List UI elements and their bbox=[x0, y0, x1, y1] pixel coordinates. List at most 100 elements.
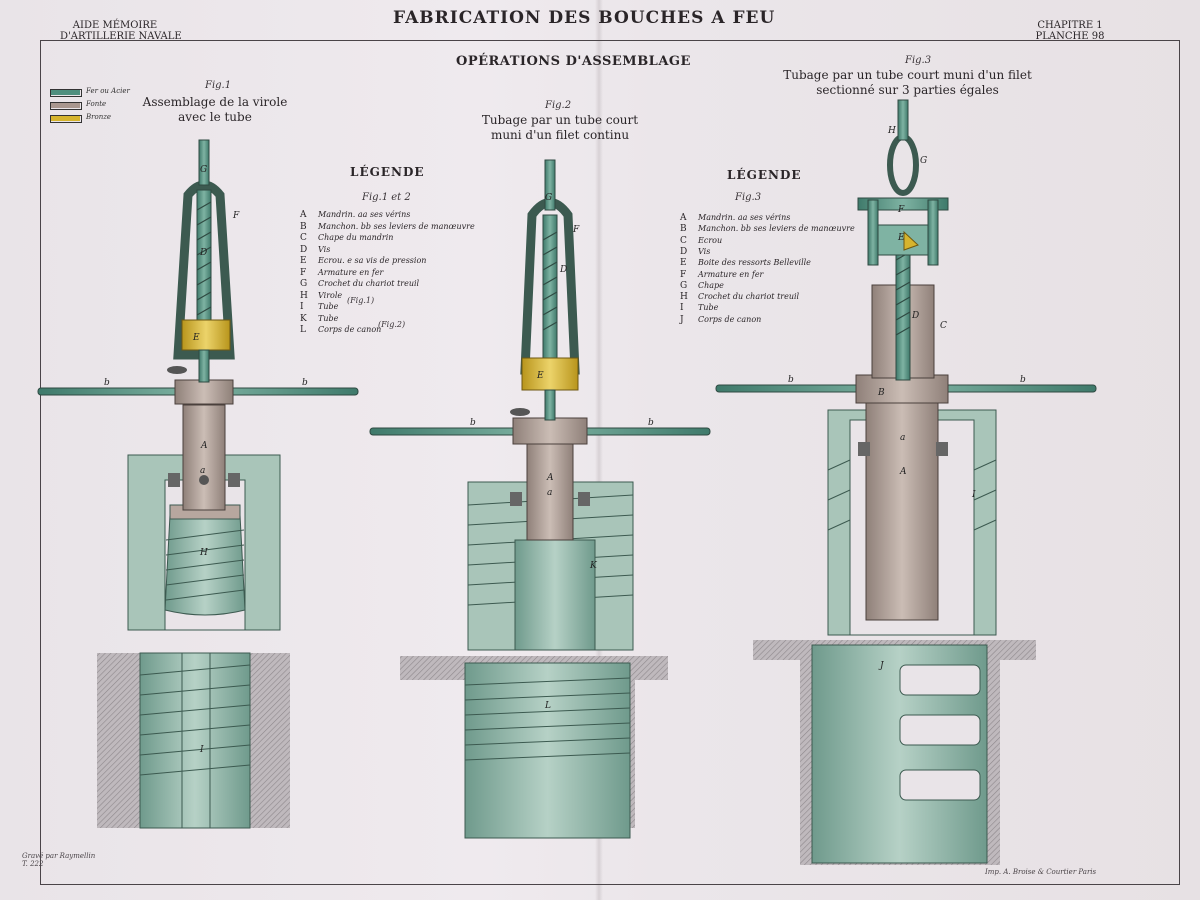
legend3-key: I bbox=[680, 303, 684, 314]
fig1-label: Fig.1 bbox=[205, 80, 232, 91]
fig2-letter-aa: a bbox=[547, 488, 552, 498]
legend3-key: B bbox=[680, 224, 687, 235]
fig3-letter-aa: a bbox=[900, 433, 905, 443]
header-right-line2: PLANCHE 98 bbox=[1035, 31, 1105, 42]
legend3-heading: LÉGENDE bbox=[727, 168, 802, 182]
fig1-letter-b2: b bbox=[302, 378, 308, 388]
fig1-manchon bbox=[174, 379, 234, 405]
fig3-verin-left bbox=[858, 442, 870, 456]
legend12-key: L bbox=[300, 325, 306, 335]
fig2-handle bbox=[510, 408, 530, 416]
legend3-key: E bbox=[680, 258, 687, 269]
legend12-brace1: (Fig.1) bbox=[347, 296, 375, 305]
fig3-letter-d: D bbox=[911, 311, 919, 321]
legend12-value: Tube bbox=[318, 313, 339, 323]
fig2-vis bbox=[542, 214, 558, 366]
legend12-key: B bbox=[300, 221, 307, 232]
fig2-verin-left bbox=[510, 492, 522, 506]
fig3-letter-b: B bbox=[877, 388, 885, 398]
legend3-key: H bbox=[680, 292, 688, 303]
fig3-letter-j: J bbox=[878, 661, 885, 671]
swatch-fill-bronze bbox=[51, 116, 80, 121]
header-left: AIDE MÉMOIRE D'ARTILLERIE NAVALE bbox=[60, 20, 182, 42]
fig1-letter-i: I bbox=[199, 745, 204, 755]
fig3-caption: Tubage par un tube court muni d'un filet… bbox=[770, 68, 1045, 98]
header-right: CHAPITRE 1 PLANCHE 98 bbox=[1015, 20, 1125, 42]
fig3-letter-c: C bbox=[940, 321, 947, 331]
fig2-letter-d: D bbox=[559, 265, 567, 275]
header-right-line1: CHAPITRE 1 bbox=[1037, 20, 1103, 31]
legend12-row: C Chape du mandrin bbox=[300, 233, 393, 243]
fig3-caption-line1: Tubage par un tube court muni d'un filet bbox=[783, 68, 1032, 82]
fig3-caption-line2: sectionné sur 3 parties égales bbox=[816, 83, 999, 97]
legend3-value: Boite des ressorts Belleville bbox=[698, 258, 811, 268]
fig3-chape bbox=[887, 134, 919, 196]
fig1-ecrou bbox=[181, 319, 231, 351]
legend12-row: L Corps de canon bbox=[300, 325, 381, 335]
header-left-line1: AIDE MÉMOIRE bbox=[72, 20, 158, 31]
plate-border bbox=[40, 40, 1180, 885]
legend12-key: I bbox=[300, 302, 304, 312]
fig1-verin-left bbox=[168, 473, 180, 487]
fig2-ecrou bbox=[521, 357, 579, 391]
fig1-caption-line1: Assemblage de la virole bbox=[142, 95, 288, 109]
legend12-key: D bbox=[300, 244, 308, 255]
legend3-key: J bbox=[680, 314, 684, 325]
legend12-heading: LÉGENDE bbox=[350, 165, 425, 179]
fig2-hook bbox=[544, 159, 556, 211]
fig3-letter-b1: b bbox=[788, 375, 794, 385]
swatch-fonte-label: Fonte bbox=[86, 100, 107, 108]
legend3-key: D bbox=[680, 246, 688, 257]
fig3-letter-g: G bbox=[920, 156, 927, 166]
fig2-letter-l: L bbox=[544, 701, 551, 711]
fig1-caption: Assemblage de la virole avec le tube bbox=[130, 95, 300, 125]
fig1-drawing: G F D E b b A a H I bbox=[37, 139, 359, 829]
legend12-key: C bbox=[300, 233, 307, 243]
legend12-key: H bbox=[300, 290, 308, 301]
legend12-key: K bbox=[300, 313, 307, 324]
footer-left-line1: Gravé par Raymellin bbox=[22, 852, 96, 860]
fig1-letter-g: G bbox=[200, 165, 207, 175]
legend12-key: E bbox=[300, 256, 307, 266]
fig3-drawing: H G F E D C B b b a A I J bbox=[715, 99, 1097, 865]
swatch-fill-fer bbox=[51, 90, 80, 95]
fig2-caption: Tubage par un tube court muni d'un filet… bbox=[465, 113, 655, 143]
legend12-key: F bbox=[300, 267, 307, 278]
fig2-letter-g: G bbox=[545, 193, 552, 203]
fig1-caption-line2: avec le tube bbox=[178, 110, 252, 124]
legend3-sub: Fig.3 bbox=[735, 192, 762, 203]
legend3-value: Armature en fer bbox=[698, 269, 764, 279]
fig1-letter-b1: b bbox=[104, 378, 110, 388]
legend3-value: Crochet du chariot treuil bbox=[698, 292, 800, 302]
fig2-verin-right bbox=[578, 492, 590, 506]
legend3-value: Chape bbox=[698, 280, 724, 290]
legend12-value: Virole bbox=[318, 290, 343, 300]
legend3-value: Tube bbox=[698, 303, 719, 313]
fig2-caption-line2: muni d'un filet continu bbox=[490, 128, 630, 142]
legend3-value: Ecrou bbox=[698, 235, 723, 245]
legend12-value: Armature en fer bbox=[318, 267, 384, 277]
swatch-bronze bbox=[50, 115, 82, 123]
legend3-row: I Tube bbox=[680, 303, 718, 313]
fig3-hook bbox=[897, 99, 909, 141]
fig2-chape bbox=[520, 198, 580, 375]
fig2-letter-b2: b bbox=[648, 418, 654, 428]
legend12-value: Corps de canon bbox=[318, 325, 382, 334]
legend12-value: Chape du mandrin bbox=[318, 233, 394, 242]
legend3-value: Corps de canon bbox=[698, 314, 762, 324]
fig2-manchon bbox=[512, 417, 588, 445]
fig1-letter-f: F bbox=[232, 211, 240, 221]
fig3-letter-i: I bbox=[971, 490, 976, 500]
legend12-row: F Armature en fer bbox=[300, 268, 383, 278]
fig1-mandrin bbox=[182, 404, 226, 511]
legend3-key: G bbox=[680, 280, 688, 291]
fig3-letter-b2: b bbox=[1020, 375, 1026, 385]
swatch-bronze-label: Bronze bbox=[86, 113, 112, 121]
fig2-drawing: G F D E b b A a K L bbox=[369, 159, 711, 839]
legend12-key: G bbox=[300, 279, 308, 289]
